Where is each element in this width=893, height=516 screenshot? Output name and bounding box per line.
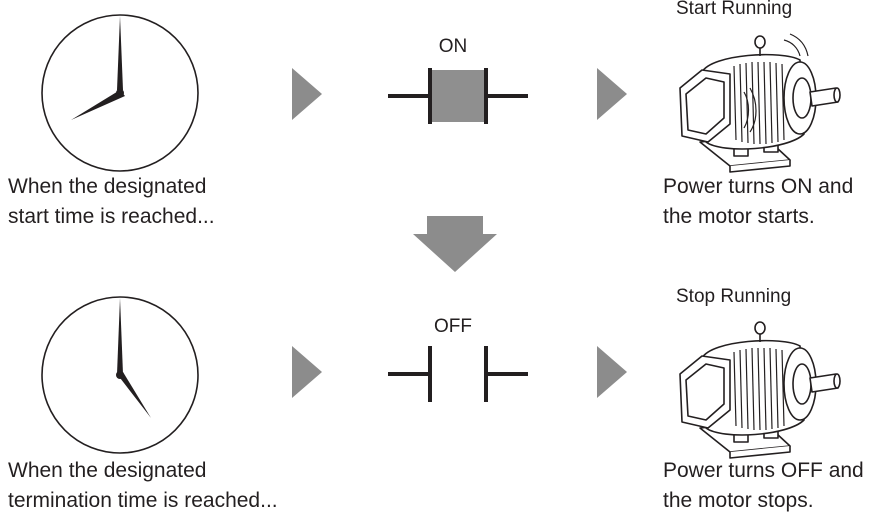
closed-contact-icon <box>388 68 528 124</box>
running-motor-icon <box>679 33 841 173</box>
stop-result-line1: Power turns OFF and <box>663 459 864 482</box>
start-result-line1: Power turns ON and <box>663 175 854 198</box>
start-result: Power turns ON and the motor starts. <box>663 172 853 232</box>
start-result-line2: the motor starts. <box>663 205 815 228</box>
open-contact-icon <box>388 346 528 402</box>
start-caption-line2: start time is reached... <box>8 205 215 228</box>
off-label: OFF <box>434 316 472 337</box>
stop-caption: When the designated termination time is … <box>8 456 278 516</box>
arrow-down-icon <box>413 216 497 272</box>
start-caption: When the designated start time is reache… <box>8 172 215 232</box>
stop-caption-line1: When the designated <box>8 459 207 482</box>
arrow-right-icon <box>292 346 322 398</box>
arrow-right-icon <box>597 68 627 120</box>
stop-result: Power turns OFF and the motor stops. <box>663 456 864 516</box>
arrow-right-icon <box>597 346 627 398</box>
arrow-right-icon <box>292 68 322 120</box>
stopped-motor-icon <box>679 321 841 459</box>
stop-result-line2: the motor stops. <box>663 489 814 512</box>
start-caption-line1: When the designated <box>8 175 207 198</box>
start-running-title: Start Running <box>676 0 793 19</box>
clock-icon <box>41 296 199 454</box>
stop-running-title: Stop Running <box>676 286 792 307</box>
clock-icon <box>41 14 199 172</box>
on-label: ON <box>438 36 468 57</box>
stop-caption-line2: termination time is reached... <box>8 489 278 512</box>
